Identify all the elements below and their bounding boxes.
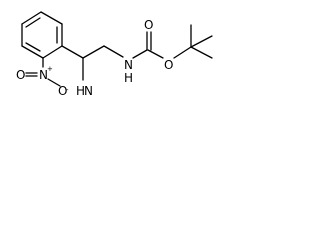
structure-canvas: N + O O - H N N H O O (16, 11, 213, 98)
carbonyl-to-ester-o-bond (147, 49, 164, 59)
carbamate-n-label: N (124, 58, 133, 72)
amine-h-label: H (76, 84, 85, 98)
carbamate-group: N H O O (124, 18, 173, 85)
ch2-to-nh-bond (103, 45, 124, 58)
ring-bond-4 (21, 45, 44, 59)
nh-to-carbonyl-bond (132, 49, 148, 59)
nitro-nitrogen-charge: + (47, 65, 53, 73)
aminoethyl-chain: H N (61, 45, 124, 98)
tert-butyl-group (173, 24, 213, 59)
ring-to-ch-bond (61, 45, 84, 59)
ester-oxygen-label: O (164, 58, 173, 72)
carbonyl-oxygen-label: O (144, 18, 153, 32)
ring-inner-bond-3 (25, 17, 41, 28)
nitro-group: N + O O - (16, 57, 69, 98)
ester-o-to-quaternary-c-bond (173, 46, 192, 59)
nitro-nitrogen-label: N (39, 68, 48, 82)
amine-n-label: N (84, 84, 93, 98)
nitro-oxygen-charge: - (66, 86, 69, 94)
ch-to-ch2-bond (82, 45, 105, 59)
ring-bond-3 (42, 45, 63, 59)
benzene-ring (21, 11, 63, 59)
nitro-single-bond (47, 78, 61, 87)
ring-bond-1 (40, 11, 63, 25)
nitro-oxygen-double-label: O (16, 68, 25, 82)
ring-inner-bond-2 (25, 42, 41, 52)
methyl-bond-down-right (190, 46, 213, 59)
ring-bond-6 (21, 11, 42, 25)
nitro-oxygen-single-label: O (58, 84, 67, 98)
chemical-structure-diagram: N + O O - H N N H O O (0, 0, 248, 120)
methyl-bond-right (190, 35, 213, 48)
carbamate-h-label: H (124, 71, 133, 85)
